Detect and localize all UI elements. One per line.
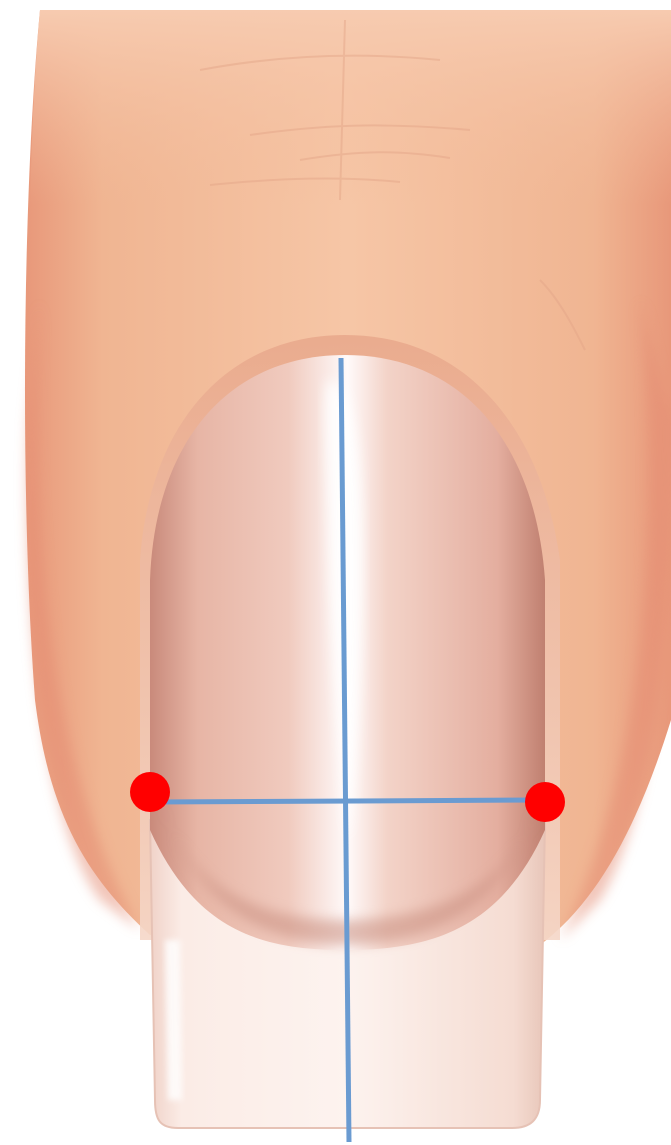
right-stress-point-marker — [525, 782, 565, 822]
horizontal-stress-line — [150, 800, 545, 802]
left-stress-point-marker — [130, 772, 170, 812]
free-edge-highlight — [165, 940, 182, 1100]
